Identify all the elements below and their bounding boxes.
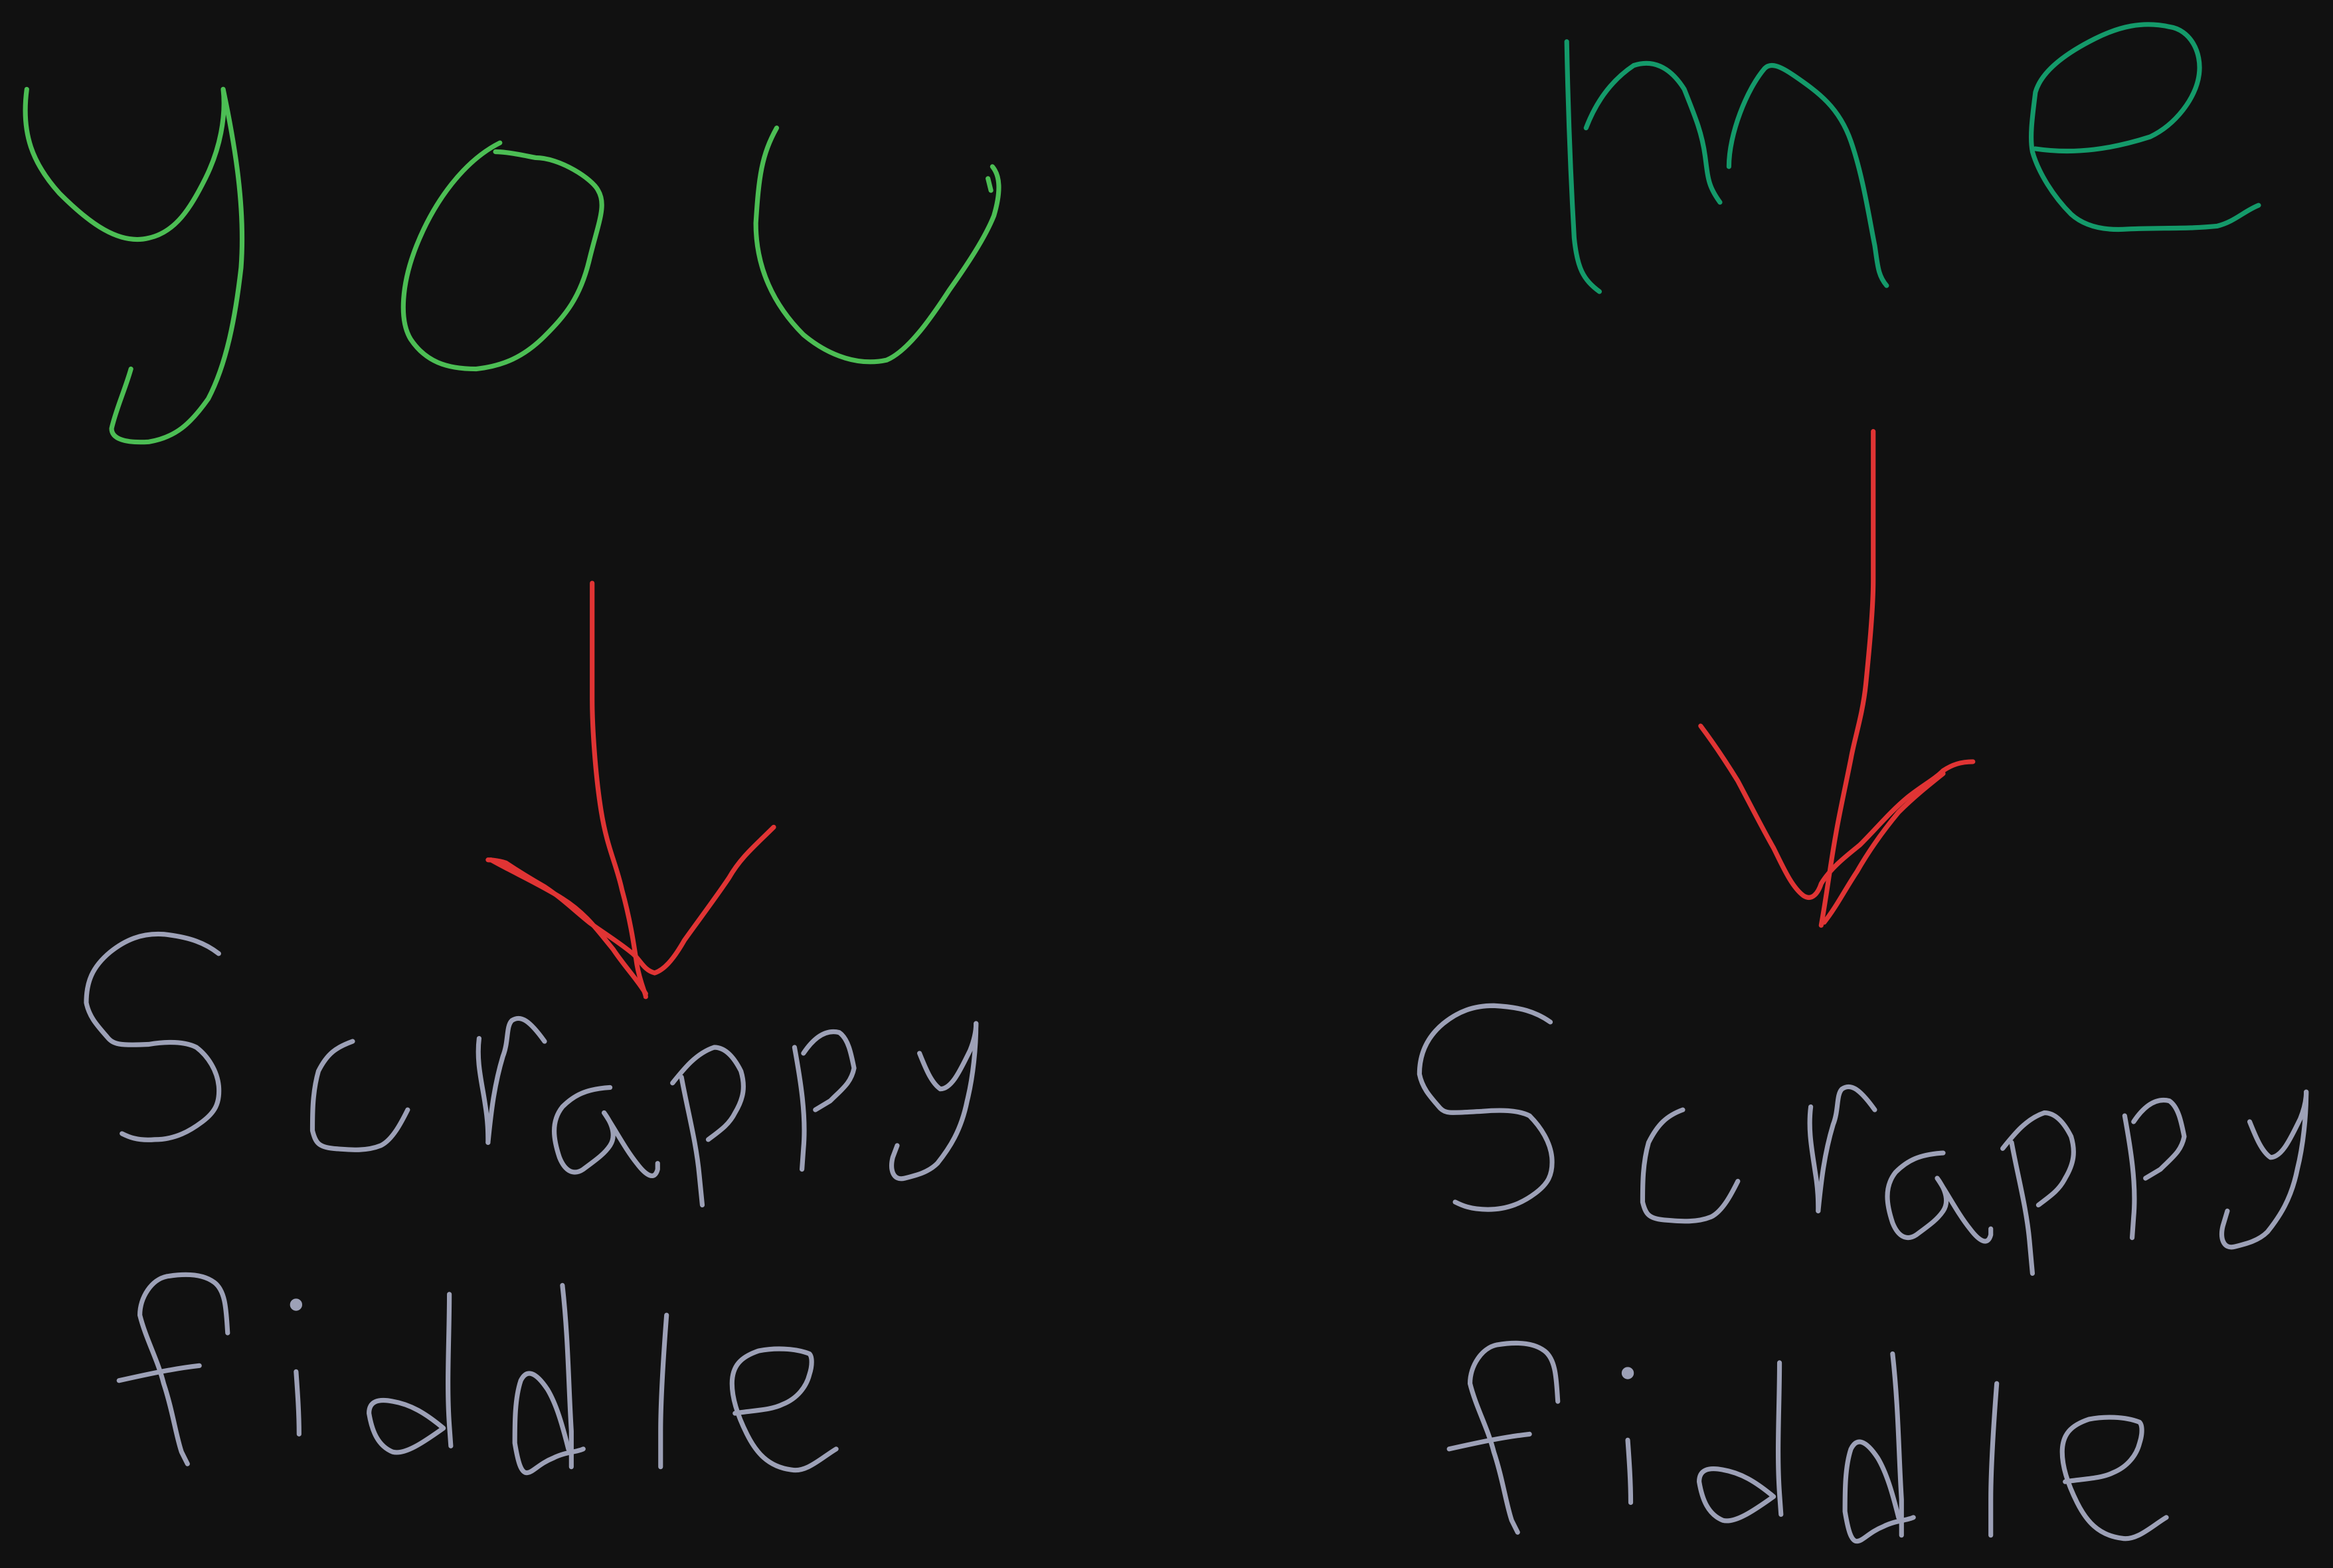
arrow-down-right xyxy=(1698,429,1976,928)
handwritten-scrappy-right xyxy=(1417,1003,2309,1544)
handwritten-word-me xyxy=(1564,22,2261,294)
handwritten-word-you xyxy=(23,86,1001,445)
arrow-down-left xyxy=(485,580,776,1000)
handwritten-scrappy-left xyxy=(84,931,979,1476)
